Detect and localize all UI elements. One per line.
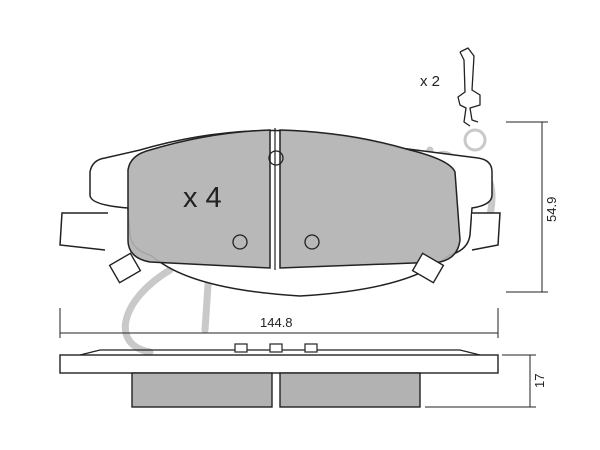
left-mounting-ear: [59, 212, 108, 251]
side-backing-plate: [59, 354, 499, 374]
friction-material-left: [127, 129, 271, 269]
side-lug-right: [304, 343, 318, 353]
side-friction-right: [279, 372, 421, 408]
clip-outer-wire: [459, 47, 481, 123]
watermark-letter-c: [121, 266, 174, 356]
clip-quantity-label: x 2: [420, 73, 440, 90]
friction-material-right: [279, 129, 461, 269]
pad-quantity-label: x 4: [183, 182, 222, 214]
hole-marker-left: [232, 234, 248, 250]
height-dimension-label: 54.9: [544, 197, 559, 222]
hole-marker-top: [268, 150, 284, 166]
side-lug-center: [269, 343, 283, 353]
watermark-trademark: [463, 128, 487, 152]
pad-hole-markers: [232, 150, 320, 250]
wear-indicator-tabs: [108, 252, 445, 284]
retaining-clip-drawing: [457, 47, 481, 127]
wear-tab-left: [108, 252, 142, 284]
thickness-dimension-label: 17: [532, 374, 547, 388]
side-friction-left: [131, 372, 273, 408]
right-mounting-ear: [471, 212, 501, 251]
hole-marker-right: [304, 234, 320, 250]
thickness-dimension: [425, 354, 536, 408]
width-dimension: [59, 308, 499, 338]
clip-inner-wire: [457, 51, 471, 127]
height-dimension: [506, 121, 548, 293]
width-dimension-label: 144.8: [260, 315, 293, 330]
side-view: [59, 343, 499, 408]
side-lug-left: [234, 343, 248, 353]
wear-tab-right: [411, 252, 445, 284]
